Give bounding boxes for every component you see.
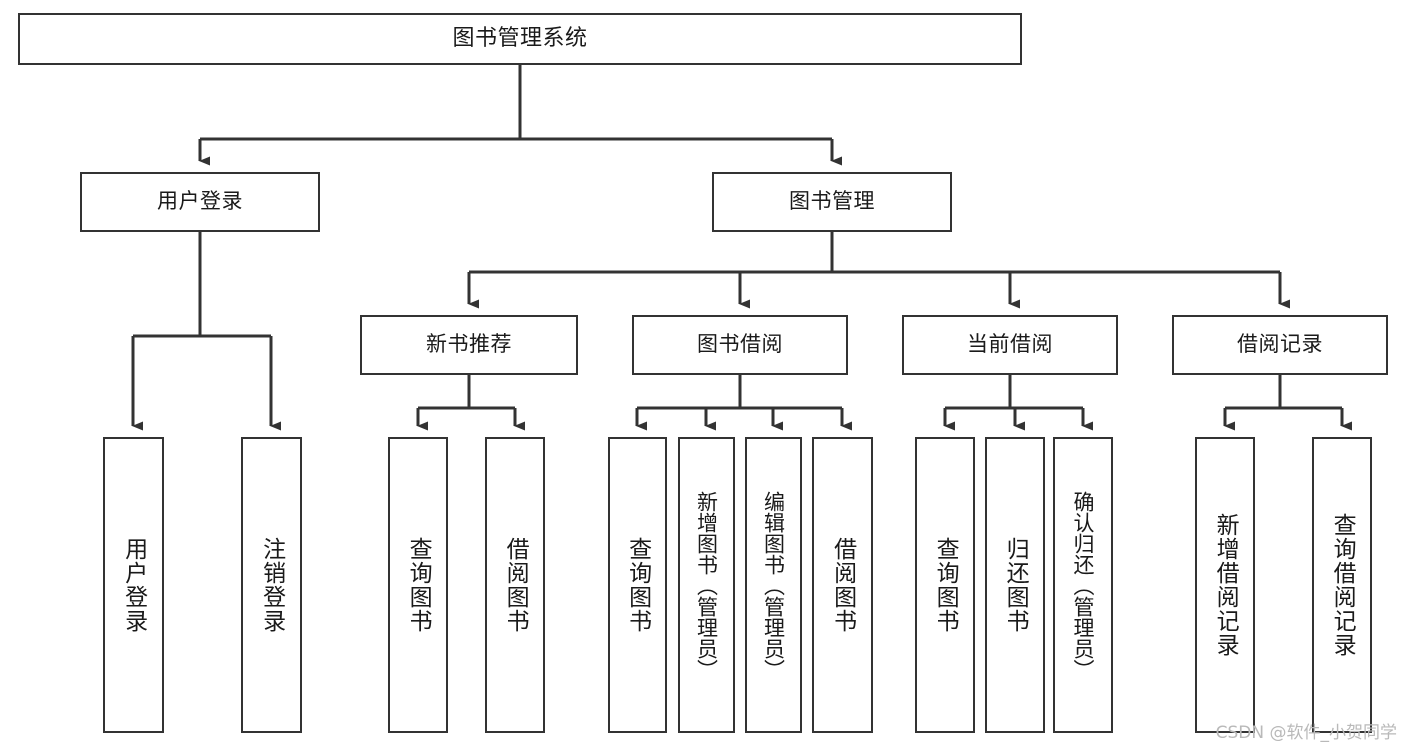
node-leaf-borrow-books[interactable]: 借阅图书 [812, 437, 873, 733]
node-leaf-return-books-label: 归还图书 [1002, 537, 1029, 633]
node-leaf-logout-label: 注销登录 [258, 537, 285, 633]
node-book-borrow[interactable]: 图书借阅 [632, 315, 848, 375]
node-book-management[interactable]: 图书管理 [712, 172, 952, 232]
node-leaf-user-login-label: 用户登录 [120, 537, 147, 633]
node-leaf-borrow-books-recommend-label: 借阅图书 [502, 537, 529, 633]
node-leaf-query-books-current[interactable]: 查询图书 [915, 437, 975, 733]
node-leaf-query-books-current-label: 查询图书 [932, 537, 959, 633]
node-leaf-confirm-return-admin-label: 确认归还（管理员） [1071, 490, 1096, 680]
node-leaf-query-books-recommend-label: 查询图书 [405, 537, 432, 633]
node-leaf-add-borrow-record[interactable]: 新增借阅记录 [1195, 437, 1255, 733]
csdn-watermark: CSDN @软件_小贺同学 [1215, 723, 1397, 743]
node-user-login-label: 用户登录 [157, 189, 243, 214]
node-leaf-add-borrow-record-label: 新增借阅记录 [1212, 513, 1239, 657]
node-leaf-add-book-admin-label: 新增图书（管理员） [694, 490, 719, 680]
node-leaf-borrow-books-recommend[interactable]: 借阅图书 [485, 437, 545, 733]
node-borrow-record[interactable]: 借阅记录 [1172, 315, 1388, 375]
node-current-borrow[interactable]: 当前借阅 [902, 315, 1118, 375]
node-leaf-return-books[interactable]: 归还图书 [985, 437, 1045, 733]
node-leaf-query-borrow-record-label: 查询借阅记录 [1329, 513, 1356, 657]
node-new-book-recommend[interactable]: 新书推荐 [360, 315, 578, 375]
node-leaf-edit-book-admin-label: 编辑图书（管理员） [761, 490, 786, 680]
node-leaf-confirm-return-admin[interactable]: 确认归还（管理员） [1053, 437, 1113, 733]
node-root[interactable]: 图书管理系统 [18, 13, 1022, 65]
node-user-login[interactable]: 用户登录 [80, 172, 320, 232]
node-leaf-user-login[interactable]: 用户登录 [103, 437, 164, 733]
node-leaf-edit-book-admin[interactable]: 编辑图书（管理员） [745, 437, 802, 733]
node-leaf-query-books-borrow[interactable]: 查询图书 [608, 437, 667, 733]
node-leaf-add-book-admin[interactable]: 新增图书（管理员） [678, 437, 735, 733]
node-borrow-record-label: 借阅记录 [1237, 332, 1323, 357]
node-leaf-logout[interactable]: 注销登录 [241, 437, 302, 733]
node-book-management-label: 图书管理 [789, 189, 875, 214]
node-root-label: 图书管理系统 [452, 25, 588, 51]
node-leaf-borrow-books-label: 借阅图书 [829, 537, 856, 633]
node-leaf-query-borrow-record[interactable]: 查询借阅记录 [1312, 437, 1372, 733]
node-leaf-query-books-borrow-label: 查询图书 [624, 537, 651, 633]
node-book-borrow-label: 图书借阅 [697, 332, 783, 357]
node-leaf-query-books-recommend[interactable]: 查询图书 [388, 437, 448, 733]
node-current-borrow-label: 当前借阅 [967, 332, 1053, 357]
node-new-book-recommend-label: 新书推荐 [426, 332, 512, 357]
